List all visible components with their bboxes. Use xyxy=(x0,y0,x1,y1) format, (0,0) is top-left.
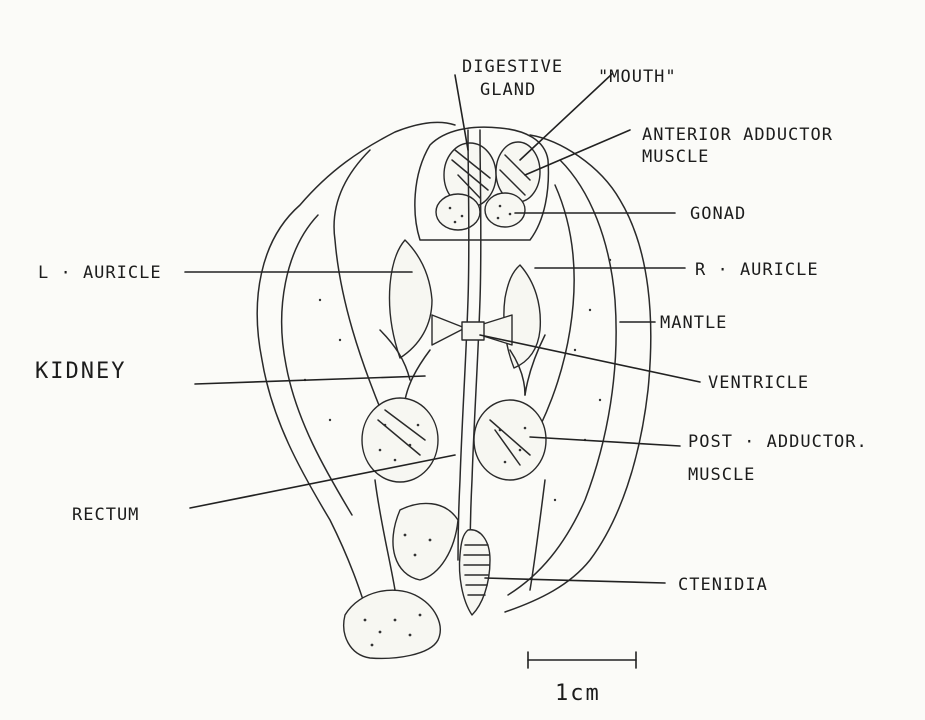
label-mouth: "MOUTH" xyxy=(598,67,677,87)
label-anterior-adductor-1: ANTERIOR ADDUCTOR xyxy=(642,125,833,145)
label-digestive-gland-1: DIGESTIVE xyxy=(462,57,563,77)
label-ctenidia: CTENIDIA xyxy=(678,575,768,595)
label-gonad: GONAD xyxy=(690,204,746,224)
ctenidia-left xyxy=(393,503,458,580)
leader-ctenidia xyxy=(485,578,665,583)
foot-lobe xyxy=(344,590,441,658)
label-r-auricle: R · AURICLE xyxy=(695,260,819,280)
label-post-adductor-1: POST · ADDUCTOR. xyxy=(688,432,868,452)
label-rectum: RECTUM xyxy=(72,505,139,525)
gonad-shape-left xyxy=(436,194,480,230)
label-ventricle: VENTRICLE xyxy=(708,373,809,393)
leader-post-adductor xyxy=(530,437,680,446)
left-auricle-shape xyxy=(389,240,432,358)
scale-bar-label: 1cm xyxy=(555,681,601,706)
label-kidney: KIDNEY xyxy=(35,359,126,384)
label-digestive-gland-2: GLAND xyxy=(480,80,536,100)
post-adductor-muscle-right xyxy=(474,400,546,480)
gonad-shape-right xyxy=(485,193,525,227)
post-adductor-muscle-left xyxy=(362,398,438,482)
leader-digestive-gland xyxy=(455,75,468,150)
label-l-auricle: L · AURICLE xyxy=(38,263,162,283)
scale-bar xyxy=(528,652,636,668)
ctenidia-right xyxy=(460,530,491,615)
mantle-stipple xyxy=(304,259,611,501)
label-mantle: MANTLE xyxy=(660,313,727,333)
label-post-adductor-2: MUSCLE xyxy=(688,465,755,485)
leader-kidney xyxy=(195,376,425,384)
ventricle-center xyxy=(462,322,484,340)
label-anterior-adductor-2: MUSCLE xyxy=(642,147,709,167)
